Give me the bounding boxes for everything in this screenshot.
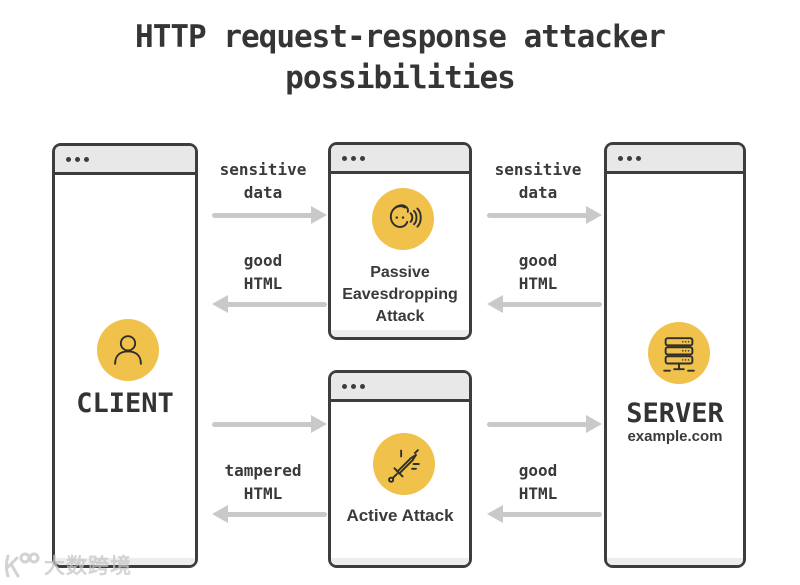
flow-label-good-html-lower-right: good HTML (478, 459, 598, 505)
passive-attack-window: Passive Eavesdropping Attack (328, 142, 472, 340)
passive-attack-label: Passive Eavesdropping Attack (331, 262, 469, 328)
arrow-head-right-icon (586, 206, 602, 224)
flow-label-good-html-upper-right: good HTML (478, 249, 598, 295)
flow-label-line: sensitive (494, 160, 582, 179)
arrow-shaft (500, 302, 602, 307)
flow-label-line: sensitive (219, 160, 307, 179)
eavesdropper-icon (389, 204, 422, 228)
client-badge (97, 319, 159, 381)
passive-label-line3: Attack (375, 308, 425, 325)
arrow-server-to-active (487, 505, 602, 523)
passive-label-line2: Eavesdropping (342, 286, 458, 303)
flow-label-good-html-upper-left: good HTML (203, 249, 323, 295)
server-badge (648, 322, 710, 384)
arrow-shaft (212, 422, 314, 427)
server-window-titlebar (607, 145, 743, 174)
arrow-head-left-icon (487, 295, 503, 313)
arrow-shaft (225, 512, 327, 517)
active-attack-badge (373, 433, 435, 495)
watermark-logo-icon (5, 552, 40, 578)
arrow-head-left-icon (487, 505, 503, 523)
window-dot-icon (360, 383, 365, 389)
window-dot-icon (75, 156, 80, 162)
flow-label-line: HTML (518, 274, 558, 293)
active-window-titlebar (331, 373, 469, 402)
passive-attack-badge (372, 188, 434, 250)
arrow-server-to-passive (487, 295, 602, 313)
watermark-text: 大数跨境 (44, 554, 132, 578)
sword-icon (388, 449, 420, 483)
arrow-passive-to-client (212, 295, 327, 313)
flow-label-tampered-html: tampered HTML (203, 459, 323, 505)
arrow-head-right-icon (586, 415, 602, 433)
page-title-line1: HTTP request-response attacker (135, 19, 666, 55)
window-dot-icon (627, 155, 632, 161)
flow-label-sensitive-data-right: sensitive data (478, 158, 598, 204)
flow-label-line: HTML (243, 484, 283, 503)
window-dot-icon (342, 383, 347, 389)
active-attack-window: Active Attack (328, 370, 472, 568)
arrow-shaft (487, 213, 589, 218)
window-dot-icon (351, 155, 356, 161)
client-label: CLIENT (76, 388, 174, 419)
server-domain: example.com (627, 428, 723, 445)
window-dot-icon (636, 155, 641, 161)
flow-label-sensitive-data-left: sensitive data (203, 158, 323, 204)
window-dot-icon (66, 156, 71, 162)
flow-label-line: HTML (243, 274, 283, 293)
client-window-footer (55, 558, 195, 565)
window-dot-icon (84, 156, 89, 162)
window-dot-icon (618, 155, 623, 161)
client-window-titlebar (55, 146, 195, 175)
arrow-active-to-client (212, 505, 327, 523)
active-attack-label: Active Attack (346, 506, 454, 525)
server-window: SERVER example.com (604, 142, 746, 568)
arrow-shaft (487, 422, 589, 427)
arrow-head-left-icon (212, 505, 228, 523)
flow-label-line: data (518, 183, 558, 202)
arrow-active-to-server (487, 415, 602, 433)
passive-window-footer (331, 330, 469, 337)
flow-label-line: good (518, 461, 558, 480)
arrow-shaft (500, 512, 602, 517)
flow-label-line: tampered (224, 461, 302, 480)
arrow-client-to-passive (212, 206, 327, 224)
watermark: 大数跨境 (3, 550, 132, 580)
flow-label-line: HTML (518, 484, 558, 503)
server-label: SERVER (626, 398, 724, 429)
server-stack-icon (663, 337, 695, 372)
flow-label-line: good (243, 251, 283, 270)
client-window: CLIENT (52, 143, 198, 568)
page-title: HTTP request-response attacker possibili… (0, 17, 800, 99)
arrow-head-right-icon (311, 206, 327, 224)
passive-window-titlebar (331, 145, 469, 174)
arrow-head-left-icon (212, 295, 228, 313)
arrow-shaft (225, 302, 327, 307)
server-window-footer (607, 558, 743, 565)
window-dot-icon (360, 155, 365, 161)
arrow-passive-to-server (487, 206, 602, 224)
person-icon (114, 335, 142, 365)
flow-label-line: good (518, 251, 558, 270)
window-dot-icon (342, 155, 347, 161)
arrow-shaft (212, 213, 314, 218)
active-window-footer (331, 558, 469, 565)
page-title-line2: possibilities (285, 60, 516, 96)
passive-label-line1: Passive (370, 264, 430, 281)
arrow-client-to-active (212, 415, 327, 433)
window-dot-icon (351, 383, 356, 389)
flow-label-line: data (243, 183, 283, 202)
arrow-head-right-icon (311, 415, 327, 433)
